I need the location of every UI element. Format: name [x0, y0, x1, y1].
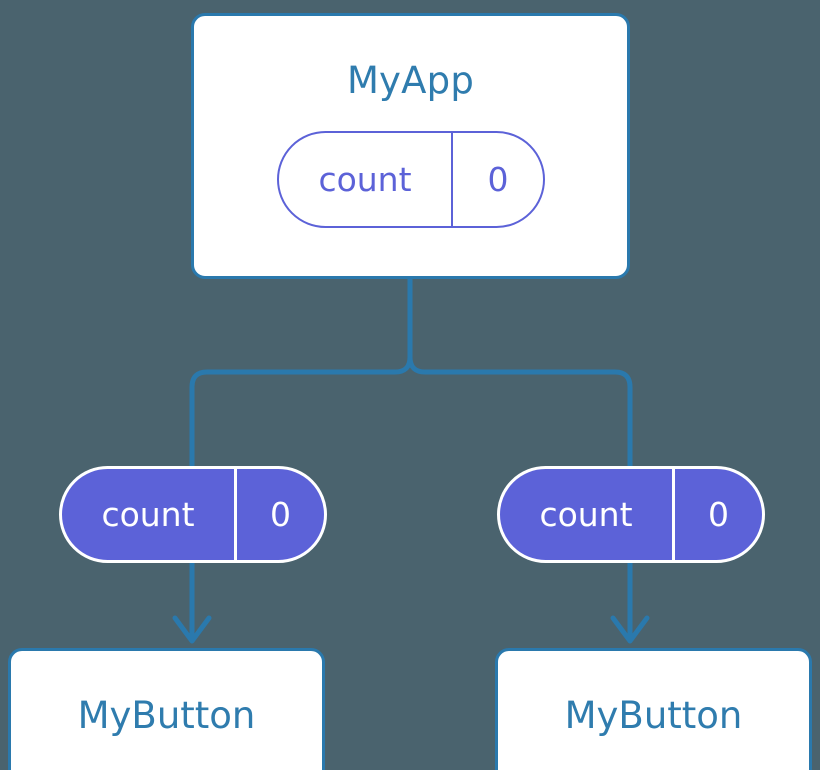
state-pill-branch-right-value: 0 — [708, 495, 729, 534]
state-pill-root-key: count — [279, 133, 453, 226]
state-pill-branch-left-value: 0 — [270, 495, 291, 534]
component-mybutton-right[interactable]: MyButton — [495, 648, 812, 770]
branch-line-right — [407, 356, 633, 470]
component-mybutton-left-label: MyButton — [77, 693, 256, 737]
state-pill-root-value: 0 — [487, 160, 509, 199]
state-pill-branch-left-key: count — [62, 469, 237, 560]
component-myapp-label: MyApp — [346, 59, 475, 102]
component-mybutton-right-label: MyButton — [564, 693, 743, 737]
arrow-head-right — [610, 615, 650, 644]
arrow-head-left — [172, 615, 212, 644]
branch-line-left — [189, 356, 413, 470]
state-pill-branch-right[interactable]: count 0 — [497, 466, 765, 563]
state-pill-branch-right-key: count — [500, 469, 675, 560]
component-mybutton-left[interactable]: MyButton — [8, 648, 325, 770]
state-pill-branch-left[interactable]: count 0 — [59, 466, 327, 563]
state-pill-root[interactable]: count 0 — [277, 131, 545, 228]
